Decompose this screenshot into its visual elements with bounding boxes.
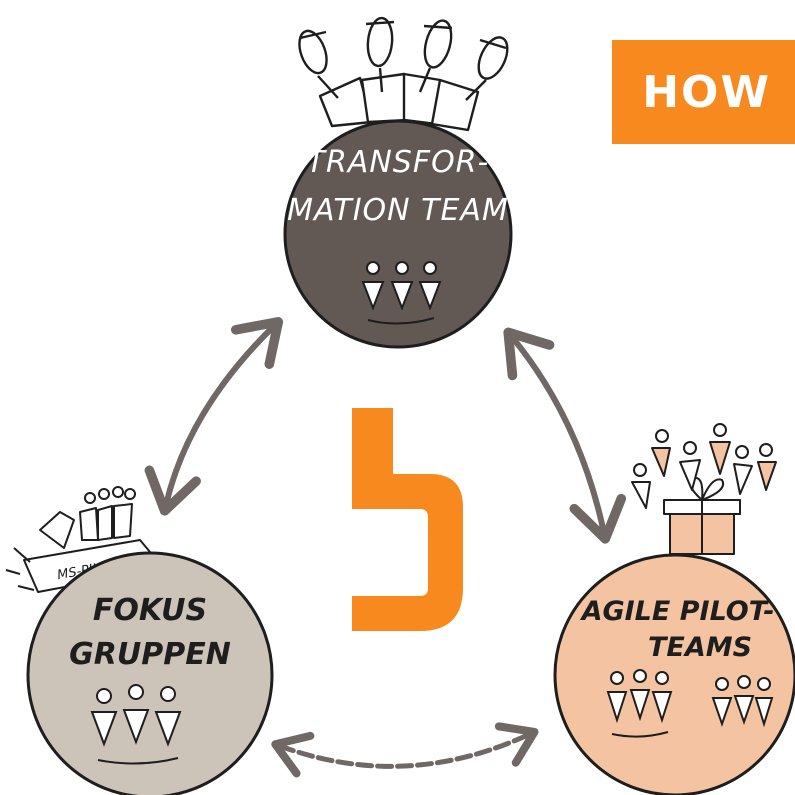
node-transformation-team: TRANSFOR- MATION TEAM <box>283 16 513 349</box>
node-title-line2: GRUPPEN <box>69 637 231 672</box>
logo-icon <box>352 408 463 631</box>
node-title-line1: TRANSFOR- <box>307 145 490 180</box>
people-group-icon <box>711 675 774 728</box>
arrow-bottom <box>271 722 539 778</box>
circle-agile-pilot-teams <box>553 553 795 795</box>
gift-box-people-icon <box>631 423 777 555</box>
people-group-icon <box>606 669 673 738</box>
how-banner: HOW <box>612 40 795 144</box>
circle-transformation-team <box>283 119 513 349</box>
node-fokus-gruppen: MS-PILOT FOKUS GRUPPEN <box>5 486 274 795</box>
node-title-line2: MATION TEAM <box>287 193 509 228</box>
circle-fokus-gruppen <box>26 551 274 795</box>
people-group-icon <box>90 684 182 765</box>
how-label: HOW <box>642 66 771 118</box>
hands-with-papers-icon <box>298 16 509 132</box>
arrow-top-right <box>503 327 627 544</box>
node-title-line2: TEAMS <box>648 632 752 663</box>
arrow-top-left <box>144 317 284 516</box>
node-title-line1: FOKUS <box>93 593 207 628</box>
node-agile-pilot-teams: AGILE PILOT- TEAMS <box>553 423 795 795</box>
people-group-icon <box>361 261 442 325</box>
node-title-line1: AGILE PILOT- <box>580 596 775 627</box>
